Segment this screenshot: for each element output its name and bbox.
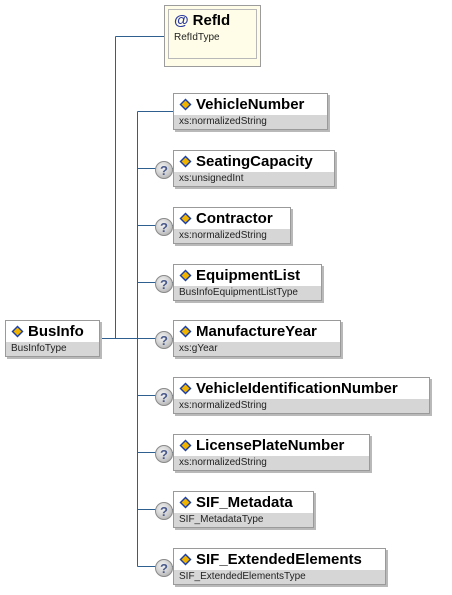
child-element-name: SIF_ExtendedElements	[196, 551, 362, 568]
optional-icon: ?	[155, 331, 173, 349]
element-icon	[179, 269, 192, 282]
optional-icon: ?	[155, 275, 173, 293]
element-icon	[11, 325, 24, 338]
element-icon	[179, 325, 192, 338]
root-element-businfo: BusInfo BusInfoType	[5, 320, 100, 357]
element-icon	[179, 496, 192, 509]
child-element-name: Contractor	[196, 210, 273, 227]
element-icon	[179, 98, 192, 111]
element-icon	[179, 155, 192, 168]
child-element-type: xs:normalizedString	[174, 229, 290, 243]
child-element-name: ManufactureYear	[196, 323, 317, 340]
root-name: BusInfo	[28, 323, 84, 340]
optional-icon: ?	[155, 502, 173, 520]
child-element: SeatingCapacity xs:unsignedInt	[173, 150, 335, 187]
child-element: VehicleIdentificationNumber xs:normalized…	[173, 377, 430, 414]
child-element-type: xs:normalizedString	[174, 456, 369, 470]
optional-icon: ?	[155, 445, 173, 463]
child-element: Contractor xs:normalizedString	[173, 207, 291, 244]
element-icon	[179, 439, 192, 452]
attribute-name: RefId	[192, 12, 231, 29]
child-element-name: SIF_Metadata	[196, 494, 293, 511]
optional-icon: ?	[155, 559, 173, 577]
attribute-type: RefIdType	[169, 31, 256, 45]
child-element: VehicleNumber xs:normalizedString	[173, 93, 328, 130]
attribute-at-icon: @	[174, 12, 189, 29]
child-element-type: xs:normalizedString	[174, 399, 429, 413]
child-element-name: EquipmentList	[196, 267, 301, 284]
child-element-type: BusInfoEquipmentListType	[174, 286, 321, 300]
child-element-type: xs:gYear	[174, 342, 340, 356]
element-icon	[179, 212, 192, 225]
child-element-type: SIF_ExtendedElementsType	[174, 570, 385, 584]
child-element-name: VehicleIdentificationNumber	[196, 380, 398, 397]
element-icon	[179, 382, 192, 395]
child-element-type: xs:normalizedString	[174, 115, 327, 129]
child-element-name: SeatingCapacity	[196, 153, 313, 170]
child-element-name: VehicleNumber	[196, 96, 305, 113]
optional-icon: ?	[155, 388, 173, 406]
child-element-type: SIF_MetadataType	[174, 513, 313, 527]
element-icon	[179, 553, 192, 566]
optional-icon: ?	[155, 161, 173, 179]
attribute-refid: @ RefId RefIdType	[164, 5, 261, 67]
optional-icon: ?	[155, 218, 173, 236]
child-element: LicensePlateNumber xs:normalizedString	[173, 434, 370, 471]
child-element: ManufactureYear xs:gYear	[173, 320, 341, 357]
child-element-name: LicensePlateNumber	[196, 437, 345, 454]
root-type: BusInfoType	[6, 342, 99, 356]
child-element-type: xs:unsignedInt	[174, 172, 334, 186]
